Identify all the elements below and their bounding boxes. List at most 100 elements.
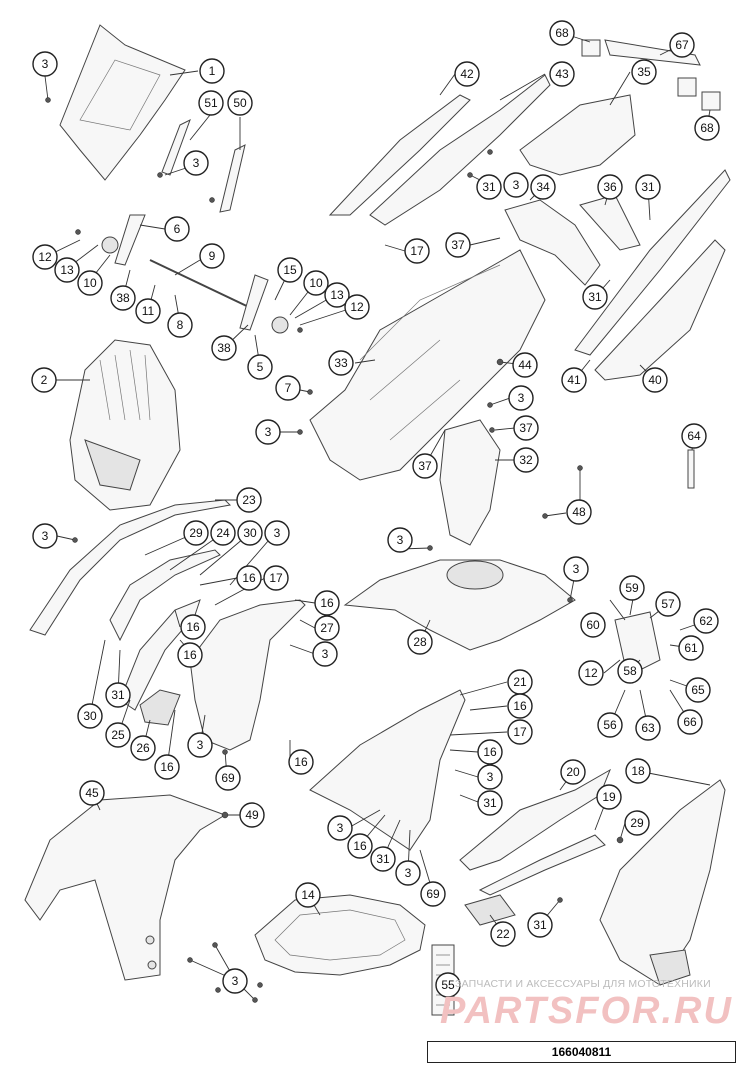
svg-text:49: 49 xyxy=(245,808,259,822)
callout-38: 38 xyxy=(211,335,237,361)
svg-text:3: 3 xyxy=(265,425,272,439)
svg-text:25: 25 xyxy=(111,728,125,742)
svg-text:59: 59 xyxy=(625,581,639,595)
callout-10: 10 xyxy=(303,270,329,296)
svg-text:10: 10 xyxy=(83,276,97,290)
svg-text:37: 37 xyxy=(519,421,533,435)
callout-49: 49 xyxy=(239,802,265,828)
svg-text:3: 3 xyxy=(193,156,200,170)
callout-18: 18 xyxy=(625,758,651,784)
callout-26: 26 xyxy=(130,735,156,761)
callout-67: 67 xyxy=(669,32,695,58)
callout-17: 17 xyxy=(263,565,289,591)
parts-drawing xyxy=(24,24,731,1016)
svg-text:3: 3 xyxy=(513,178,520,192)
svg-text:3: 3 xyxy=(518,391,525,405)
svg-text:29: 29 xyxy=(189,526,203,540)
callout-12: 12 xyxy=(344,294,370,320)
callout-1: 1 xyxy=(199,58,225,84)
callout-31: 31 xyxy=(635,174,661,200)
svg-text:68: 68 xyxy=(555,26,569,40)
callout-41: 41 xyxy=(561,367,587,393)
callout-14: 14 xyxy=(295,882,321,908)
callout-29: 29 xyxy=(624,810,650,836)
svg-text:51: 51 xyxy=(204,96,218,110)
callout-16: 16 xyxy=(154,754,180,780)
svg-text:1: 1 xyxy=(209,64,216,78)
svg-text:26: 26 xyxy=(136,741,150,755)
callout-21: 21 xyxy=(507,669,533,695)
svg-text:56: 56 xyxy=(603,718,617,732)
svg-text:37: 37 xyxy=(451,238,465,252)
svg-text:38: 38 xyxy=(217,341,231,355)
callout-16: 16 xyxy=(288,749,314,775)
callout-3: 3 xyxy=(32,51,58,77)
svg-text:11: 11 xyxy=(142,304,155,318)
svg-text:31: 31 xyxy=(588,290,602,304)
callout-3: 3 xyxy=(477,764,503,790)
callout-51: 51 xyxy=(198,90,224,116)
callout-44: 44 xyxy=(512,352,538,378)
callout-40: 40 xyxy=(642,367,668,393)
svg-text:13: 13 xyxy=(330,288,344,302)
svg-text:21: 21 xyxy=(513,675,527,689)
callout-57: 57 xyxy=(655,591,681,617)
svg-text:2: 2 xyxy=(41,373,48,387)
svg-text:40: 40 xyxy=(648,373,662,387)
svg-text:17: 17 xyxy=(410,244,424,258)
svg-text:30: 30 xyxy=(83,709,97,723)
callout-48: 48 xyxy=(566,499,592,525)
callout-2: 2 xyxy=(31,367,57,393)
callout-43: 43 xyxy=(549,61,575,87)
callout-65: 65 xyxy=(685,677,711,703)
callout-62: 62 xyxy=(693,608,719,634)
callout-50: 50 xyxy=(227,90,253,116)
svg-text:30: 30 xyxy=(243,526,257,540)
callout-8: 8 xyxy=(167,312,193,338)
svg-text:13: 13 xyxy=(60,263,74,277)
callout-31: 31 xyxy=(582,284,608,310)
callout-61: 61 xyxy=(678,635,704,661)
callout-3: 3 xyxy=(563,556,589,582)
callout-3: 3 xyxy=(183,150,209,176)
svg-text:16: 16 xyxy=(242,571,256,585)
callout-30: 30 xyxy=(237,520,263,546)
svg-text:35: 35 xyxy=(637,65,651,79)
callout-60: 60 xyxy=(580,612,606,638)
svg-text:60: 60 xyxy=(586,618,600,632)
svg-text:31: 31 xyxy=(533,918,547,932)
svg-text:3: 3 xyxy=(197,738,204,752)
callout-3: 3 xyxy=(395,860,421,886)
svg-text:33: 33 xyxy=(334,356,348,370)
svg-text:65: 65 xyxy=(691,683,705,697)
svg-text:5: 5 xyxy=(257,360,264,374)
svg-text:15: 15 xyxy=(283,263,297,277)
callout-3: 3 xyxy=(508,385,534,411)
svg-text:12: 12 xyxy=(38,250,52,264)
svg-text:24: 24 xyxy=(216,526,230,540)
callout-3: 3 xyxy=(187,732,213,758)
callout-16: 16 xyxy=(177,642,203,668)
svg-text:3: 3 xyxy=(274,526,281,540)
callout-24: 24 xyxy=(210,520,236,546)
callout-10: 10 xyxy=(77,270,103,296)
callout-5: 5 xyxy=(247,354,273,380)
callout-3: 3 xyxy=(503,172,529,198)
callout-31: 31 xyxy=(370,846,396,872)
callout-36: 36 xyxy=(597,174,623,200)
callout-37: 37 xyxy=(445,232,471,258)
svg-text:14: 14 xyxy=(301,888,315,902)
callout-16: 16 xyxy=(180,614,206,640)
callout-17: 17 xyxy=(404,238,430,264)
callout-16: 16 xyxy=(314,590,340,616)
callout-37: 37 xyxy=(513,415,539,441)
svg-text:16: 16 xyxy=(160,760,174,774)
svg-text:16: 16 xyxy=(353,839,367,853)
svg-text:20: 20 xyxy=(566,765,580,779)
svg-text:16: 16 xyxy=(513,699,527,713)
callout-29: 29 xyxy=(183,520,209,546)
callout-19: 19 xyxy=(596,784,622,810)
callout-45: 45 xyxy=(79,780,105,806)
svg-text:17: 17 xyxy=(513,725,527,739)
callout-68: 68 xyxy=(549,20,575,46)
